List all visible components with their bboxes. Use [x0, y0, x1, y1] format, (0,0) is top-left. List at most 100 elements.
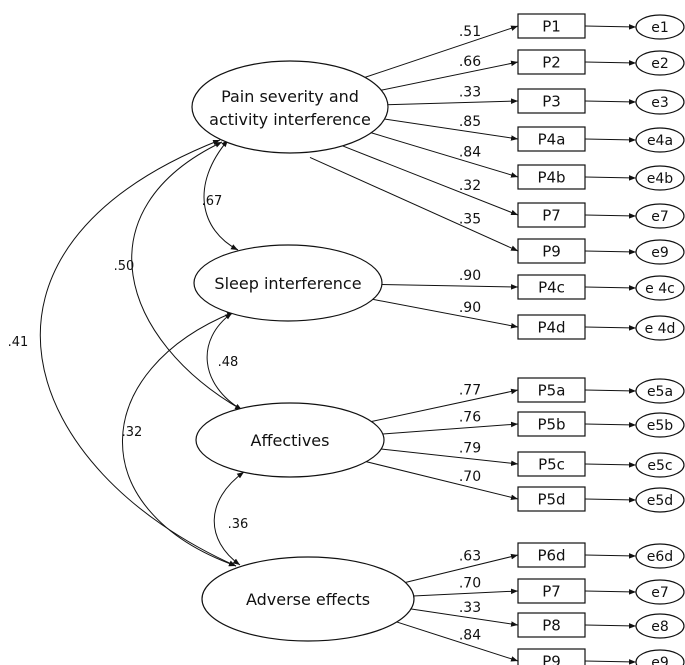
error-label: e3: [651, 95, 669, 111]
loading-arrow: [361, 25, 519, 80]
loading-paths: [309, 24, 637, 665]
error-e6d: e6d: [635, 543, 685, 569]
loading-arrow: [381, 98, 519, 106]
error-ellipse: [635, 452, 685, 478]
loading-arrow: [366, 131, 519, 178]
error-arrow: [584, 249, 637, 255]
factor-label: Sleep interference: [214, 274, 361, 293]
loading-value: .79: [459, 441, 481, 457]
error-ellipse: [635, 275, 685, 301]
indicator-p4c: P4c: [517, 274, 586, 300]
loading-arrow: [405, 607, 519, 627]
indicator-box: [517, 49, 586, 75]
error-label: e5d: [647, 493, 673, 509]
indicator-label: P5b: [537, 416, 565, 434]
indicator-label: P9: [542, 243, 561, 261]
factor-f3: Affectives: [195, 402, 385, 478]
error-ellipse: [635, 239, 685, 265]
loading-value: .77: [459, 382, 481, 398]
indicator-label: P4a: [538, 131, 566, 149]
error-e7: e7: [635, 579, 685, 605]
indicator-label: P7: [542, 583, 561, 601]
error-arrow: [584, 213, 637, 219]
indicator-p6d: P6d: [517, 542, 586, 568]
factor-label: Affectives: [251, 431, 330, 450]
error-ellipse: [635, 487, 685, 513]
loading-value: .76: [459, 410, 481, 426]
error-e1: e1: [635, 14, 685, 40]
indicator-box: [517, 578, 586, 604]
indicator-p3: P3: [517, 88, 586, 114]
indicator-box: [517, 377, 586, 403]
indicator-box: [517, 88, 586, 114]
correlation-curve: [122, 311, 237, 567]
loading-arrow: [309, 156, 519, 252]
error-arrow: [584, 137, 637, 143]
error-label: e5c: [647, 458, 672, 474]
error-arrow: [584, 24, 637, 30]
indicator-label: P9: [542, 653, 561, 665]
factor-label: activity interference: [209, 110, 371, 129]
error-e7: e7: [635, 203, 685, 229]
indicator-p5c: P5c: [517, 451, 586, 477]
correlation-value: .36: [228, 517, 249, 532]
error-e5c: e5c: [635, 452, 685, 478]
correlation-curve: [131, 141, 243, 411]
indicator-box: [517, 648, 586, 665]
error-arrow: [584, 497, 637, 503]
loading-arrow: [366, 388, 519, 423]
error-ellipse: [635, 543, 685, 569]
indicator-box: [517, 164, 586, 190]
error-label: e 4d: [645, 321, 676, 337]
factor-ellipse: [195, 402, 385, 478]
error-arrow: [584, 285, 637, 291]
loading-value: .90: [459, 300, 481, 316]
error-label: e 4c: [645, 281, 675, 297]
error-arrow: [584, 589, 637, 595]
indicator-box: [517, 314, 586, 340]
indicator-p4a: P4a: [517, 126, 586, 152]
indicator-p5b: P5b: [517, 411, 586, 437]
indicator-label: P4d: [537, 319, 565, 337]
indicator-box: [517, 451, 586, 477]
loading-value: .85: [459, 114, 481, 130]
error-arrow: [584, 175, 637, 181]
loading-value: .35: [459, 211, 481, 227]
loading-value: .51: [459, 24, 481, 40]
error-ellipse: [635, 613, 685, 639]
error-ellipse: [635, 579, 685, 605]
factor-f4: Adverse effects: [201, 556, 415, 642]
correlation-value: .50: [114, 259, 135, 274]
indicator-p5a: P5a: [517, 377, 586, 403]
error-arrow: [584, 659, 637, 665]
loading-value: .70: [459, 469, 481, 485]
indicator-label: P3: [542, 93, 561, 111]
indicator-p7: P7: [517, 578, 586, 604]
loading-arrow: [375, 60, 519, 92]
indicator-p1: P1: [517, 13, 586, 39]
correlation-value: .32: [122, 425, 143, 440]
loading-value: .70: [459, 575, 481, 591]
error-arrow: [584, 422, 637, 428]
error-e5a: e5a: [635, 378, 685, 404]
error-label: e4a: [647, 133, 673, 149]
loading-value: .32: [459, 178, 481, 194]
error-label: e4b: [647, 171, 674, 187]
loading-value: .84: [459, 628, 481, 644]
indicator-p2: P2: [517, 49, 586, 75]
correlation-curve: [39, 139, 237, 567]
error-ellipse: [635, 14, 685, 40]
indicator-p4d: P4d: [517, 314, 586, 340]
correlation-curve: [213, 471, 245, 566]
error-label: e9: [651, 245, 669, 261]
error-ellipse: [635, 127, 685, 153]
indicator-label: P8: [542, 617, 561, 635]
error-arrow: [584, 623, 637, 629]
indicator-box: [517, 486, 586, 512]
indicator-box: [517, 202, 586, 228]
correlation-value: .67: [202, 194, 223, 209]
error-ellipse: [635, 50, 685, 76]
indicator-box: [517, 612, 586, 638]
